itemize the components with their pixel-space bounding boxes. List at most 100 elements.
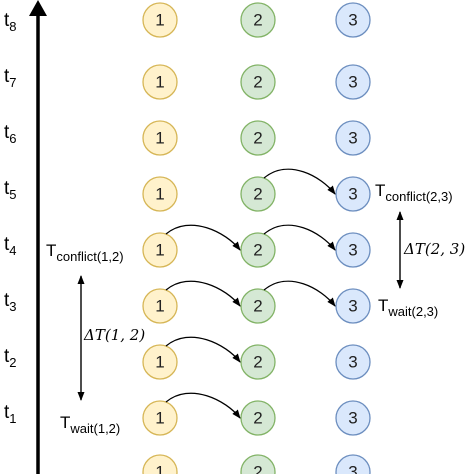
- node-circle: [142, 176, 178, 212]
- node-circle: [142, 344, 178, 380]
- node-label: 2: [253, 297, 262, 316]
- node-label: 1: [155, 185, 164, 204]
- node-label: 2: [253, 353, 262, 372]
- node-circle: [335, 232, 371, 268]
- node-label: 3: [348, 185, 357, 204]
- node-1-t2: 1: [142, 344, 178, 380]
- time-label-t2: t2: [4, 346, 17, 370]
- node-2-t0: 2: [240, 454, 276, 474]
- node-label: 2: [253, 129, 262, 148]
- wait-12-label: Twait(1,2): [60, 413, 120, 436]
- node-grid: 1 2 3 1 2 3 1 2 3 1 2 3 1 2 3 1 2 3 1 2 3 1 2 3 1 2 3: [142, 2, 371, 474]
- time-label-t5: t5: [4, 178, 17, 202]
- transfer-arrows: [165, 168, 336, 419]
- time-label-t4: t4: [4, 234, 17, 258]
- node-label: 1: [155, 409, 164, 428]
- conflict-23-label: Tconflict(2,3): [375, 181, 453, 204]
- transfer-arrow-t4-2-to-3: [263, 224, 336, 251]
- node-3-t4: 3: [335, 232, 371, 268]
- node-circle: [142, 288, 178, 324]
- node-label: 2: [253, 11, 262, 30]
- time-label-t3: t3: [4, 290, 17, 314]
- node-circle: [335, 288, 371, 324]
- time-label-t1: t1: [4, 402, 17, 426]
- transfer-arrow-t2-1-to-2: [165, 336, 241, 363]
- node-circle: [335, 2, 371, 38]
- node-label: 2: [253, 241, 262, 260]
- node-circle: [240, 64, 276, 100]
- node-label: 3: [348, 353, 357, 372]
- delta-12-label: ΔT(1, 2): [83, 326, 145, 344]
- node-3-t5: 3: [335, 176, 371, 212]
- time-label-t6: t6: [4, 122, 17, 146]
- node-circle: [335, 344, 371, 380]
- wait-23-label: Twait(2,3): [378, 296, 438, 319]
- node-1-t4: 1: [142, 232, 178, 268]
- node-3-t1: 3: [335, 400, 371, 436]
- node-circle: [240, 400, 276, 436]
- delta-23-label: ΔT(2, 3): [403, 240, 465, 258]
- node-label: 1: [155, 73, 164, 92]
- node-2-t4: 2: [240, 232, 276, 268]
- node-circle: [240, 454, 276, 474]
- node-1-t5: 1: [142, 176, 178, 212]
- node-label: 2: [253, 73, 262, 92]
- transfer-arrow-t3-2-to-3: [263, 280, 336, 307]
- conflict-12-label: Tconflict(1,2): [46, 241, 124, 264]
- node-label: 1: [155, 11, 164, 30]
- node-1-t0: 1: [142, 454, 178, 474]
- node-label: 2: [253, 463, 262, 474]
- time-label-t8: t8: [4, 10, 17, 34]
- node-1-t6: 1: [142, 120, 178, 156]
- node-circle: [240, 232, 276, 268]
- node-label: 1: [155, 129, 164, 148]
- node-3-t3: 3: [335, 288, 371, 324]
- node-1-t3: 1: [142, 288, 178, 324]
- transfer-arrow-t5-2-to-3: [263, 168, 336, 195]
- node-1-t8: 1: [142, 2, 178, 38]
- node-circle: [240, 344, 276, 380]
- node-label: 1: [155, 241, 164, 260]
- node-circle: [335, 176, 371, 212]
- node-circle: [142, 454, 178, 474]
- node-label: 3: [348, 241, 357, 260]
- node-2-t6: 2: [240, 120, 276, 156]
- node-label: 2: [253, 409, 262, 428]
- node-label: 1: [155, 353, 164, 372]
- node-3-t0: 3: [335, 454, 371, 474]
- node-1-t7: 1: [142, 64, 178, 100]
- node-circle: [240, 2, 276, 38]
- node-circle: [240, 176, 276, 212]
- time-label-t7: t7: [4, 66, 17, 90]
- node-circle: [335, 64, 371, 100]
- node-2-t1: 2: [240, 400, 276, 436]
- node-circle: [142, 2, 178, 38]
- node-label: 3: [348, 129, 357, 148]
- node-circle: [335, 120, 371, 156]
- node-2-t7: 2: [240, 64, 276, 100]
- node-circle: [240, 288, 276, 324]
- node-label: 3: [348, 463, 357, 474]
- node-1-t1: 1: [142, 400, 178, 436]
- node-circle: [142, 120, 178, 156]
- node-label: 1: [155, 297, 164, 316]
- node-label: 3: [348, 297, 357, 316]
- node-3-t8: 3: [335, 2, 371, 38]
- time-labels: t8 t7 t6 t5 t4 t3 t2 t1: [4, 10, 17, 426]
- node-circle: [335, 454, 371, 474]
- node-3-t2: 3: [335, 344, 371, 380]
- node-label: 3: [348, 73, 357, 92]
- node-circle: [142, 232, 178, 268]
- node-label: 1: [155, 463, 164, 474]
- node-circle: [335, 400, 371, 436]
- node-2-t8: 2: [240, 2, 276, 38]
- node-label: 2: [253, 185, 262, 204]
- node-circle: [240, 120, 276, 156]
- transfer-arrow-t3-1-to-2: [165, 280, 241, 307]
- node-3-t6: 3: [335, 120, 371, 156]
- node-circle: [142, 64, 178, 100]
- node-label: 3: [348, 409, 357, 428]
- node-3-t7: 3: [335, 64, 371, 100]
- node-circle: [142, 400, 178, 436]
